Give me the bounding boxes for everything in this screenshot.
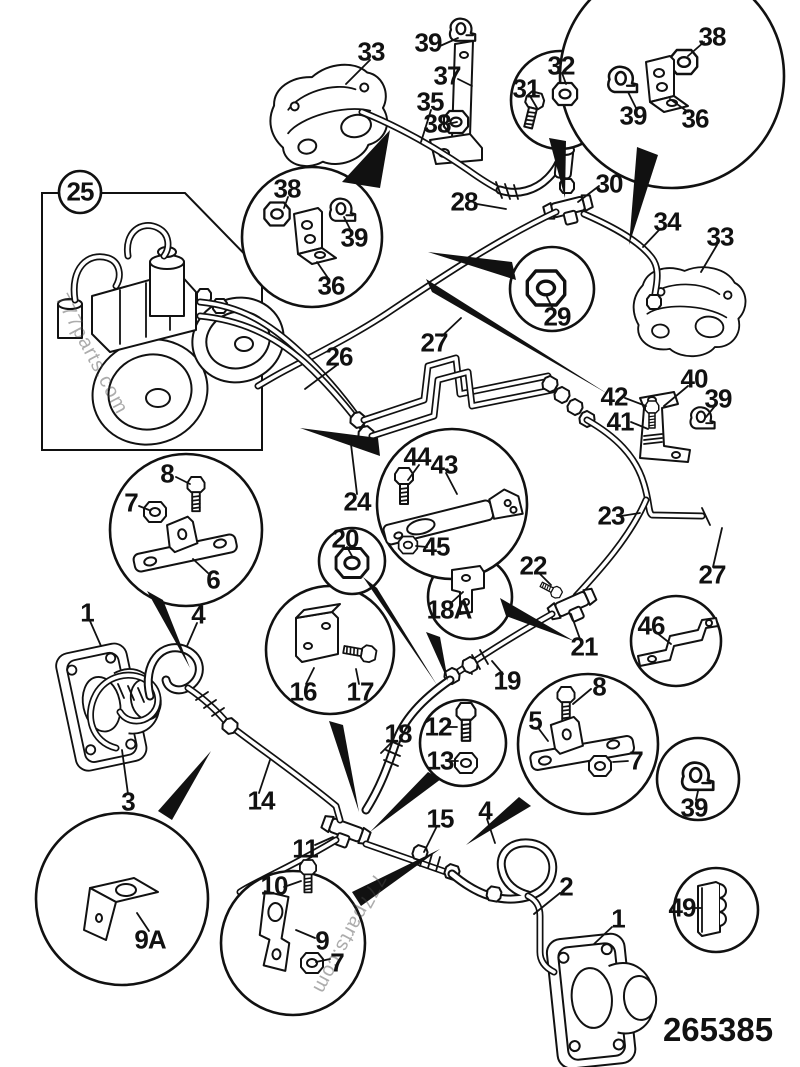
bracket-6-icon — [132, 515, 238, 573]
fitting-22-icon — [538, 578, 565, 601]
bracket-9A-icon — [83, 877, 159, 941]
nut-29-icon — [525, 269, 567, 307]
brake-caliper-right — [628, 259, 750, 363]
pad-49-icon — [697, 881, 727, 937]
bracket-18A-icon — [451, 565, 485, 615]
bracket-43-icon — [382, 488, 524, 546]
detail-circle-10-9-7 — [219, 869, 367, 1017]
bracket-40-assembly — [639, 391, 716, 463]
strap-9-icon — [258, 890, 291, 972]
pipe-clamp-icon — [448, 17, 477, 42]
detail-parts — [83, 48, 727, 974]
bracket-16-icon — [295, 603, 341, 663]
nut-20-icon — [334, 547, 370, 579]
nut-7-icon — [143, 501, 167, 523]
bracket-46-icon — [637, 617, 719, 667]
label-leaders — [89, 37, 723, 963]
nut-7-icon — [588, 755, 612, 777]
leader-wedges — [147, 130, 658, 906]
detail-circle-25 — [57, 169, 103, 215]
nut-7-icon — [300, 952, 324, 974]
nut-45-icon — [397, 535, 419, 555]
brake-pipes — [87, 108, 711, 976]
nut-38-icon — [263, 201, 291, 227]
bracket-5-icon — [529, 715, 635, 771]
nut-32-icon — [551, 81, 579, 107]
detail-circle-12-13 — [418, 698, 508, 788]
brake-actuator-bottom-right — [544, 928, 664, 1067]
bracket-37-assembly — [429, 17, 483, 165]
nut-13-icon — [454, 752, 478, 774]
